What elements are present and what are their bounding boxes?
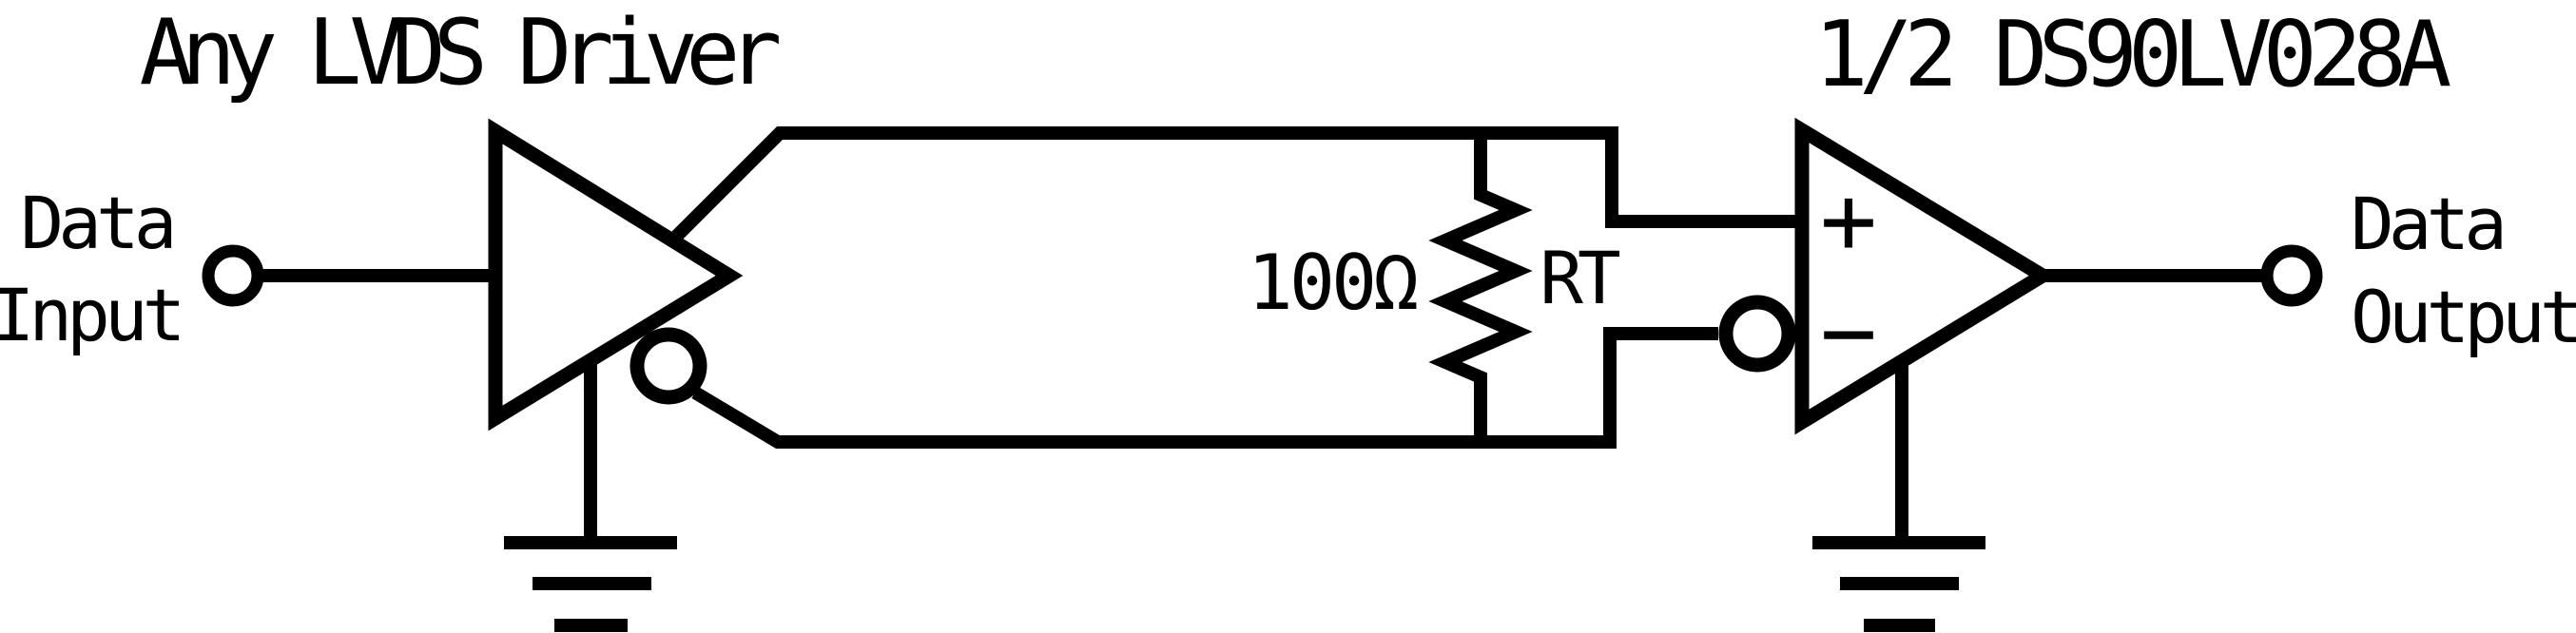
data-output-label-line2: Output (2351, 275, 2576, 359)
data-input-label-line1: Data (20, 181, 171, 265)
lvds-receiver-symbol (1794, 117, 2057, 435)
receiver-minus-input-label: − (1820, 277, 1877, 388)
inverting-trace (691, 327, 1718, 449)
driver-title: Any LVDS Driver (140, 1, 780, 106)
data-input-terminal (202, 244, 264, 307)
termination-resistor (1428, 133, 1533, 442)
data-input-label-line2: Input (0, 273, 180, 357)
driver-inversion-bubble-icon (629, 327, 707, 405)
receiver-inversion-bubble-icon (1718, 295, 1796, 373)
receiver-plus-input-label: + (1820, 164, 1877, 276)
lvds-driver-symbol (488, 118, 744, 432)
receiver-ground-symbol (1812, 359, 1985, 632)
receiver-title: 1/2 DS90LV028A (1814, 3, 2451, 107)
data-output-terminal (2260, 244, 2323, 307)
resistor-value-label: 100Ω (1248, 239, 1417, 327)
data-output-label-line1: Data (2351, 182, 2502, 266)
resistor-name-label: RT (1540, 236, 1620, 320)
noninverting-trace (668, 126, 1795, 245)
driver-ground-symbol (504, 359, 677, 632)
